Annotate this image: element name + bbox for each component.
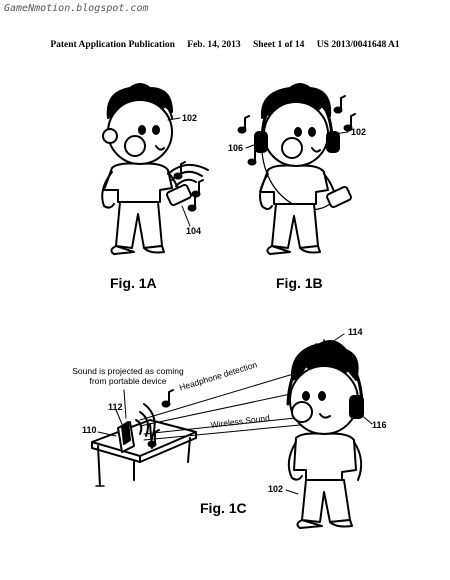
publication-title: Patent Application Publication <box>50 40 175 50</box>
annotation-sound-projection: Sound is projected as coming from portab… <box>68 366 188 386</box>
ref-user-1a: 102 <box>182 113 198 123</box>
ref-sensor-1c: 114 <box>348 327 363 337</box>
music-note-icon <box>247 147 260 166</box>
fig1b-figure <box>237 83 356 255</box>
ref-device-1c: 110 <box>82 425 97 435</box>
music-note-icon <box>237 115 250 134</box>
fig1a-figure <box>101 83 209 255</box>
ref-sound-1c: 112 <box>108 402 123 412</box>
music-note-icon <box>191 179 204 198</box>
annotation-line-2: from portable device <box>89 376 167 386</box>
music-note-icon <box>173 161 186 180</box>
music-note-icon <box>161 389 174 408</box>
fig1c-label: Fig. 1C <box>200 500 247 516</box>
watermark: GameNmotion.blogspot.com <box>4 3 149 14</box>
page-header: Patent Application Publication Feb. 14, … <box>0 40 450 50</box>
ref-headphones-1c: 116 <box>372 420 387 430</box>
ref-user-1b: 102 <box>351 127 367 137</box>
fig1a-label: Fig. 1A <box>110 275 157 291</box>
sheet-number: Sheet 1 of 14 <box>252 40 305 50</box>
music-note-icon <box>147 429 160 448</box>
patent-number: US 2013/0041648 A1 <box>316 40 400 50</box>
ref-headphones-1b: 106 <box>228 143 244 153</box>
ref-device-1a: 104 <box>186 226 202 236</box>
music-note-icon <box>187 197 197 212</box>
annotation-line-1: Sound is projected as coming <box>72 366 184 376</box>
fig1c-figure <box>91 333 373 529</box>
music-note-icon <box>333 95 346 114</box>
music-note-icon <box>343 113 356 132</box>
ref-user-1c: 102 <box>268 484 284 494</box>
publication-date: Feb. 14, 2013 <box>187 40 241 50</box>
fig1b-label: Fig. 1B <box>276 275 323 291</box>
